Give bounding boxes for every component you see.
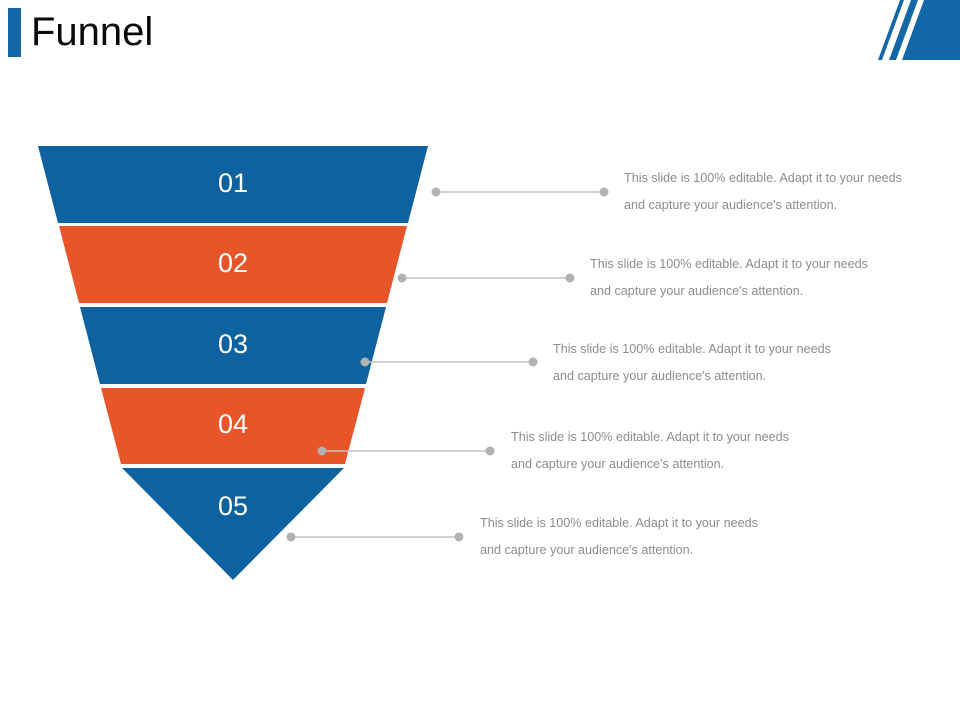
connector-dot-right-01 [599, 187, 609, 197]
connector-dot-left-05 [286, 532, 296, 542]
stage-description-03: This slide is 100% editable. Adapt it to… [553, 336, 831, 390]
corner-stripe-medium [889, 0, 918, 60]
corner-decoration [870, 0, 960, 64]
stage-description-01-line-1: This slide is 100% editable. Adapt it to… [624, 171, 902, 185]
stage-description-04-line-1: This slide is 100% editable. Adapt it to… [511, 430, 789, 444]
stage-description-01: This slide is 100% editable. Adapt it to… [624, 165, 902, 219]
funnel-number-04: 04 [218, 409, 248, 439]
connector-dot-left-02 [397, 273, 407, 283]
connector-dot-right-03 [528, 357, 538, 367]
funnel-segment-01[interactable] [38, 146, 428, 223]
funnel-number-01: 01 [218, 168, 248, 198]
corner-stripe-thin [878, 0, 904, 60]
stage-description-03-line-2: and capture your audience's attention. [553, 369, 767, 383]
stage-description-02: This slide is 100% editable. Adapt it to… [590, 251, 868, 305]
stage-description-05: This slide is 100% editable. Adapt it to… [480, 510, 758, 564]
connector-dot-right-04 [485, 446, 495, 456]
connector-dot-right-05 [454, 532, 464, 542]
funnel-segment-05[interactable] [122, 468, 344, 580]
connector-dot-left-04 [317, 446, 327, 456]
stage-description-01-line-2: and capture your audience's attention. [624, 198, 838, 212]
connector-01 [431, 187, 609, 197]
page-title: Funnel [31, 10, 154, 54]
stage-description-02-line-2: and capture your audience's attention. [590, 284, 804, 298]
connector-03 [360, 357, 538, 367]
connector-dot-left-01 [431, 187, 441, 197]
funnel-number-05: 05 [218, 491, 248, 521]
funnel-segment-03[interactable] [80, 307, 386, 384]
corner-block [902, 0, 960, 60]
stage-description-05-line-2: and capture your audience's attention. [480, 543, 694, 557]
connector-04 [317, 446, 495, 456]
slide-header: Funnel [0, 0, 960, 72]
connector-dot-left-03 [360, 357, 370, 367]
stage-description-04: This slide is 100% editable. Adapt it to… [511, 424, 789, 478]
stage-description-05-line-1: This slide is 100% editable. Adapt it to… [480, 516, 758, 530]
stage-description-02-line-1: This slide is 100% editable. Adapt it to… [590, 257, 868, 271]
stage-description-03-line-1: This slide is 100% editable. Adapt it to… [553, 342, 831, 356]
stage-description-04-line-2: and capture your audience's attention. [511, 457, 725, 471]
connector-dot-right-02 [565, 273, 575, 283]
funnel-number-03: 03 [218, 329, 248, 359]
connector-05 [286, 532, 464, 542]
funnel-segment-02[interactable] [59, 226, 407, 303]
funnel-segment-04[interactable] [101, 388, 365, 464]
funnel-number-02: 02 [218, 248, 248, 278]
title-accent-bar [8, 8, 21, 57]
connector-02 [397, 273, 575, 283]
